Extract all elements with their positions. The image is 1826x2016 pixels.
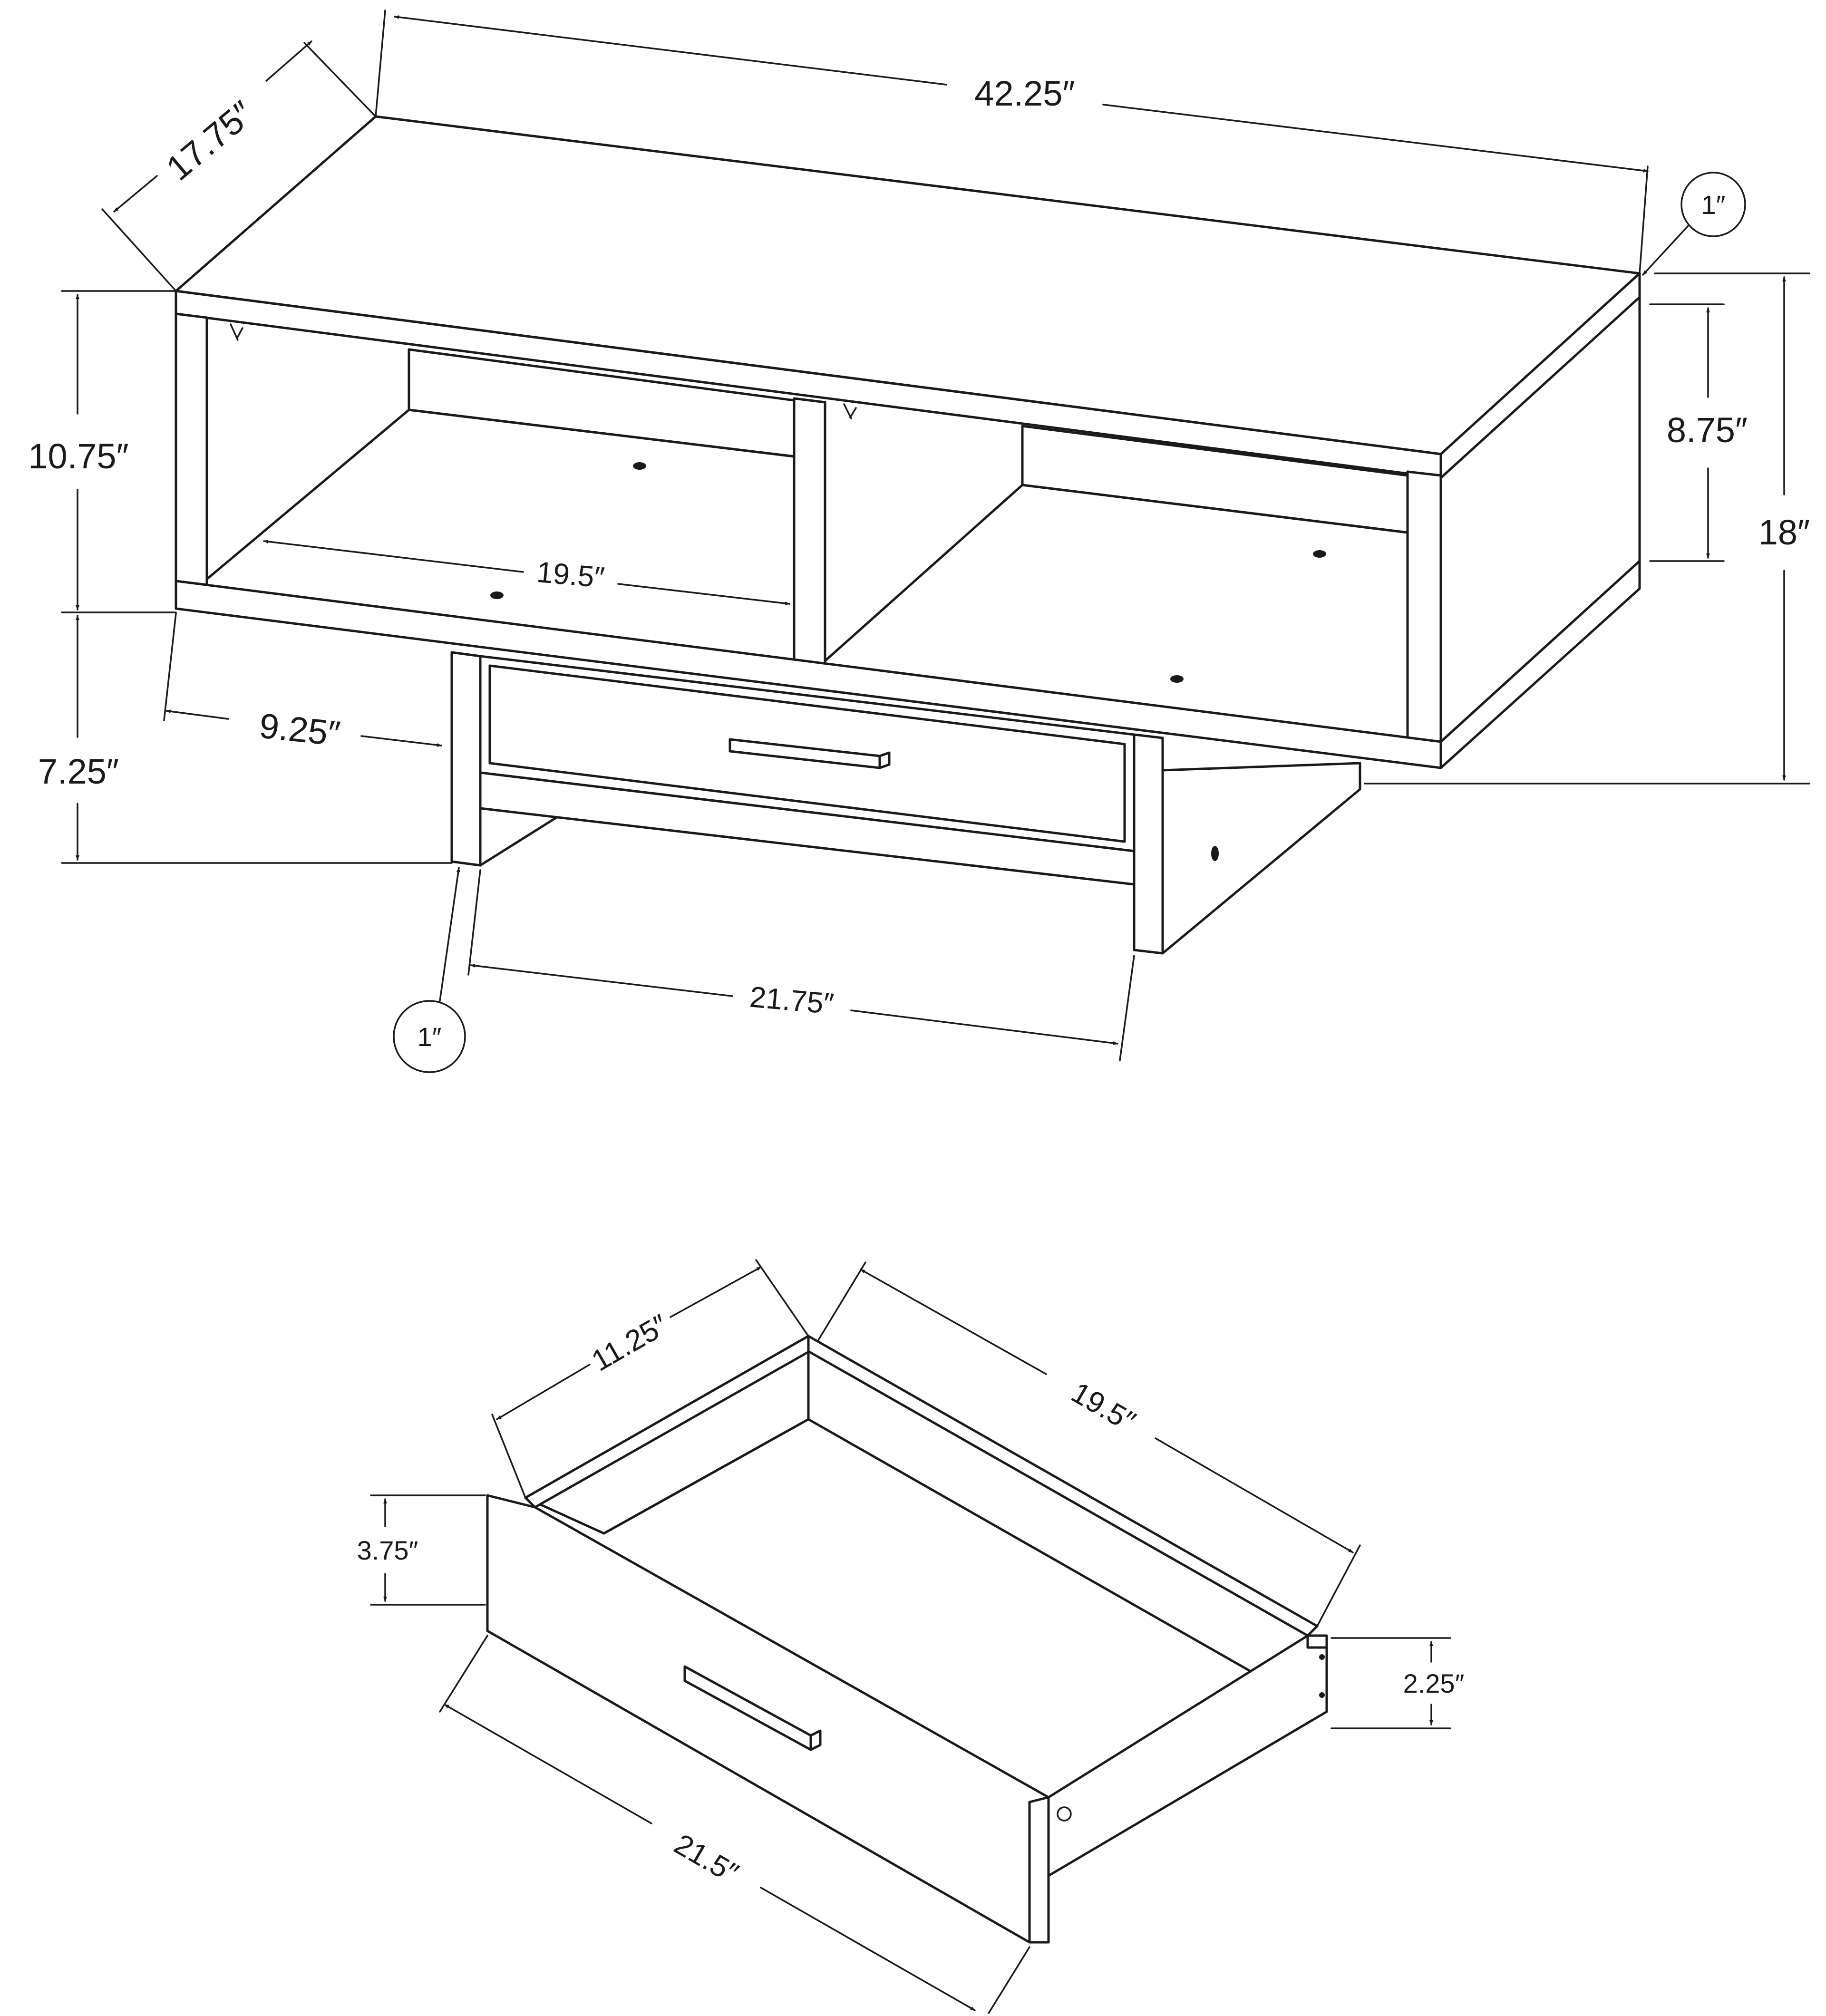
drawer-front-inner [488,664,1126,843]
drawer-stretcher [479,771,1136,886]
drawer-right-side-panel [1047,1634,1328,1877]
center-divider-post [793,397,826,666]
dim-leg-height: 7.25″ [38,752,119,791]
dim-cubby-width: 19.5″ [535,556,606,594]
dim-leg-thickness-bottom: 1″ [418,1022,442,1052]
callout-circle-top [1680,172,1746,237]
dim-depth: 17.75″ [159,93,261,188]
drawer-front-handle-return [809,1729,822,1751]
drawer-right-side-top [807,1335,1319,1637]
callout-circle-bottom [393,1000,466,1073]
drawer-illustration [486,1335,1328,1944]
dim-drawer-front-width: 21.5″ [669,1828,744,1890]
dim-drawer-front-height: 3.75″ [357,1535,418,1565]
bracket [843,403,857,419]
coffee-table-illustration [175,115,1641,955]
shelf-hole [1313,550,1326,558]
left-end-post [175,312,208,586]
left-leg-front [450,651,482,867]
dim-drawer-side-width: 11.25″ [586,1308,674,1378]
shelf-hole [633,462,646,470]
right-leg-side [1161,762,1361,955]
dim-drawer-opening-width: 21.75″ [748,980,835,1020]
dim-leg-thickness-top: 1″ [1701,190,1726,220]
dim-drawer-back-height: 2.25″ [1403,1668,1465,1698]
dim-upper-shelf-height: 10.75″ [28,436,128,476]
leg-hole [1211,846,1219,861]
right-end-post [1406,470,1442,743]
dim-right-cubby-height: 8.75″ [1667,410,1748,450]
dim-total-height: 18″ [1758,513,1810,552]
dim-leg-inset: 9.25″ [258,706,342,753]
right-cubby-floor [824,484,1409,691]
dim-drawer-depth: 19.5″ [1066,1376,1141,1438]
right-leg-front [1133,733,1164,955]
bottom-shelf-right [1439,560,1641,769]
drawer-handle-return [878,751,891,769]
dim-top-length: 42.25″ [974,74,1075,113]
table-top-right-edge [1439,272,1641,479]
drawer-hole [1057,1806,1072,1822]
bracket [230,323,243,341]
drawer-screw [1319,1692,1325,1698]
drawer-right-side-edge [1306,1634,1328,1649]
drawer-screw [1319,1654,1325,1660]
shelf-hole [490,591,504,599]
shelf-hole [1170,675,1184,683]
drawer-front-end [1028,1796,1050,1944]
